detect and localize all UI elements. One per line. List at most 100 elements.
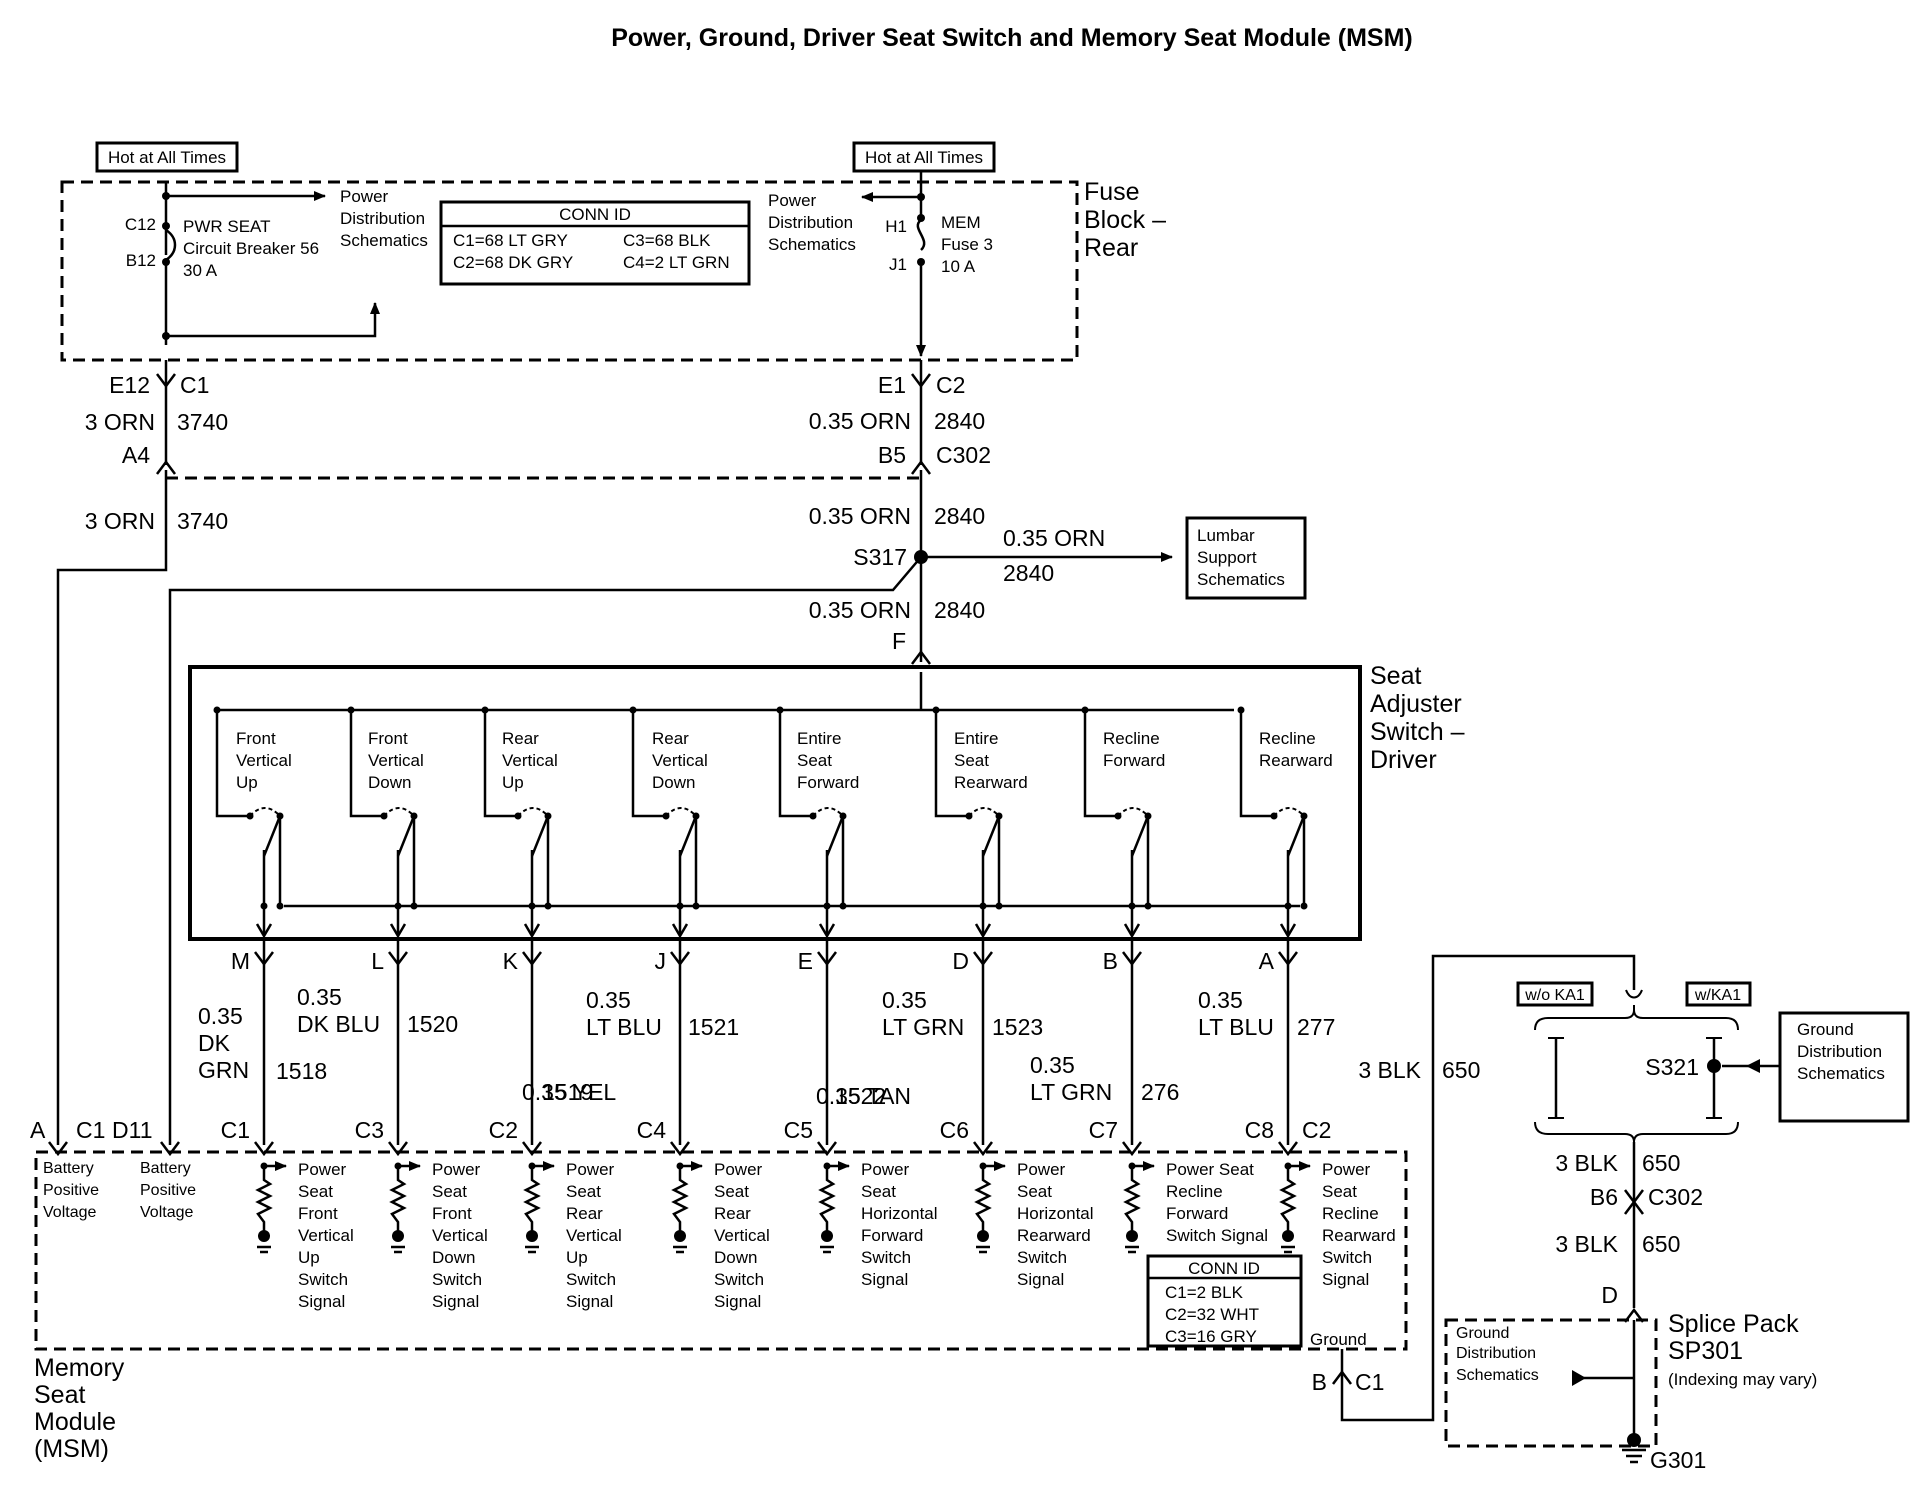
- svg-text:1520: 1520: [407, 1011, 458, 1037]
- svg-text:C6: C6: [940, 1117, 969, 1143]
- svg-text:Switch –: Switch –: [1370, 718, 1465, 746]
- svg-text:Switch: Switch: [714, 1270, 764, 1289]
- svg-text:Entire: Entire: [954, 729, 998, 748]
- svg-text:1522: 1522: [835, 1083, 886, 1109]
- svg-text:Driver: Driver: [1370, 746, 1437, 774]
- splice-s321: [1707, 1059, 1721, 1073]
- svg-text:0.35 ORN: 0.35 ORN: [1003, 525, 1105, 551]
- svg-text:Switch: Switch: [566, 1270, 616, 1289]
- svg-text:Switch: Switch: [1322, 1248, 1372, 1267]
- msm-ground-label: Ground: [1310, 1330, 1367, 1349]
- svg-text:Battery: Battery: [43, 1160, 94, 1177]
- svg-text:Recline: Recline: [1259, 729, 1316, 748]
- svg-text:C5: C5: [784, 1117, 813, 1143]
- svg-text:0.35: 0.35: [586, 987, 631, 1013]
- svg-text:Front: Front: [432, 1204, 472, 1223]
- svg-text:Power: Power: [298, 1160, 347, 1179]
- svg-text:30 A: 30 A: [183, 261, 218, 280]
- svg-text:0.35 YEL: 0.35 YEL: [522, 1079, 616, 1105]
- svg-text:Power: Power: [432, 1160, 481, 1179]
- svg-text:LT GRN: LT GRN: [882, 1014, 964, 1040]
- svg-text:2840: 2840: [934, 597, 985, 623]
- svg-text:Vertical: Vertical: [432, 1226, 488, 1245]
- svg-text:2840: 2840: [934, 408, 985, 434]
- svg-text:C1=2 BLK: C1=2 BLK: [1165, 1283, 1244, 1302]
- svg-text:E12: E12: [109, 372, 150, 398]
- svg-text:Switch: Switch: [432, 1270, 482, 1289]
- ground-circuit-650: 3 BLK 650 w/o KA1 w/KA1 S321 Ground Dist…: [1358, 981, 1910, 1473]
- svg-text:B5: B5: [878, 442, 906, 468]
- svg-text:Signal: Signal: [714, 1292, 761, 1311]
- svg-text:Vertical: Vertical: [714, 1226, 770, 1245]
- svg-text:Up: Up: [566, 1248, 588, 1267]
- svg-text:C2: C2: [489, 1117, 518, 1143]
- svg-text:C1: C1: [1355, 1369, 1384, 1395]
- svg-text:2840: 2840: [934, 503, 985, 529]
- svg-text:GRN: GRN: [198, 1057, 249, 1083]
- svg-text:C2=68 DK GRY: C2=68 DK GRY: [453, 253, 573, 272]
- svg-text:Fuse: Fuse: [1084, 178, 1140, 206]
- svg-text:Memory: Memory: [34, 1354, 125, 1382]
- svg-text:Seat: Seat: [714, 1182, 749, 1201]
- svg-text:Power: Power: [566, 1160, 615, 1179]
- power-distribution-left: Power Distribution Schematics: [340, 187, 428, 250]
- svg-text:Signal: Signal: [432, 1292, 479, 1311]
- svg-text:C2: C2: [936, 372, 965, 398]
- svg-text:Up: Up: [236, 773, 258, 792]
- svg-text:C3=16 GRY: C3=16 GRY: [1165, 1327, 1257, 1346]
- svg-text:Power: Power: [768, 191, 817, 210]
- svg-text:Forward: Forward: [797, 773, 859, 792]
- svg-text:PWR SEAT: PWR SEAT: [183, 217, 271, 236]
- svg-text:Front: Front: [236, 729, 276, 748]
- svg-text:Up: Up: [298, 1248, 320, 1267]
- svg-text:B: B: [1103, 948, 1118, 974]
- svg-text:C4: C4: [637, 1117, 667, 1143]
- svg-text:Seat: Seat: [566, 1182, 601, 1201]
- svg-text:Horizontal: Horizontal: [1017, 1204, 1094, 1223]
- svg-text:Recline: Recline: [1322, 1204, 1379, 1223]
- svg-text:1521: 1521: [688, 1014, 739, 1040]
- svg-text:C3: C3: [355, 1117, 384, 1143]
- svg-text:K: K: [503, 948, 519, 974]
- svg-text:0.35: 0.35: [198, 1003, 243, 1029]
- svg-text:Distribution: Distribution: [1797, 1042, 1882, 1061]
- svg-text:Up: Up: [502, 773, 524, 792]
- svg-text:10 A: 10 A: [941, 257, 976, 276]
- svg-text:0.35 ORN: 0.35 ORN: [809, 408, 911, 434]
- mem-fuse-3: MEM Fuse 3 10 A: [941, 213, 993, 276]
- svg-text:D11: D11: [112, 1117, 153, 1143]
- svg-text:Circuit Breaker 56: Circuit Breaker 56: [183, 239, 319, 258]
- svg-text:Rear: Rear: [714, 1204, 751, 1223]
- svg-text:Recline: Recline: [1166, 1182, 1223, 1201]
- svg-text:Positive: Positive: [140, 1182, 196, 1199]
- ground-g301: G301: [1650, 1447, 1706, 1473]
- svg-text:M: M: [231, 948, 250, 974]
- fuse-block-conn-id: CONN ID C1=68 LT GRY C3=68 BLK C2=68 DK …: [439, 200, 751, 286]
- svg-text:Recline: Recline: [1103, 729, 1160, 748]
- svg-text:Voltage: Voltage: [140, 1204, 193, 1221]
- svg-text:Rear: Rear: [1084, 234, 1138, 262]
- fuse-block-rear: Fuse Block – Rear Hot at All Times Hot a…: [60, 141, 1166, 362]
- svg-text:SP301: SP301: [1668, 1337, 1743, 1365]
- svg-text:C302: C302: [936, 442, 991, 468]
- svg-text:Splice Pack: Splice Pack: [1668, 1310, 1799, 1338]
- svg-text:Switch: Switch: [861, 1248, 911, 1267]
- svg-text:0.35: 0.35: [297, 984, 342, 1010]
- svg-text:2840: 2840: [1003, 560, 1054, 586]
- svg-text:Rear: Rear: [566, 1204, 603, 1223]
- svg-text:Vertical: Vertical: [236, 751, 292, 770]
- svg-text:DK BLU: DK BLU: [297, 1011, 380, 1037]
- battery-positive-voltage-2: Battery Positive Voltage: [140, 1160, 196, 1221]
